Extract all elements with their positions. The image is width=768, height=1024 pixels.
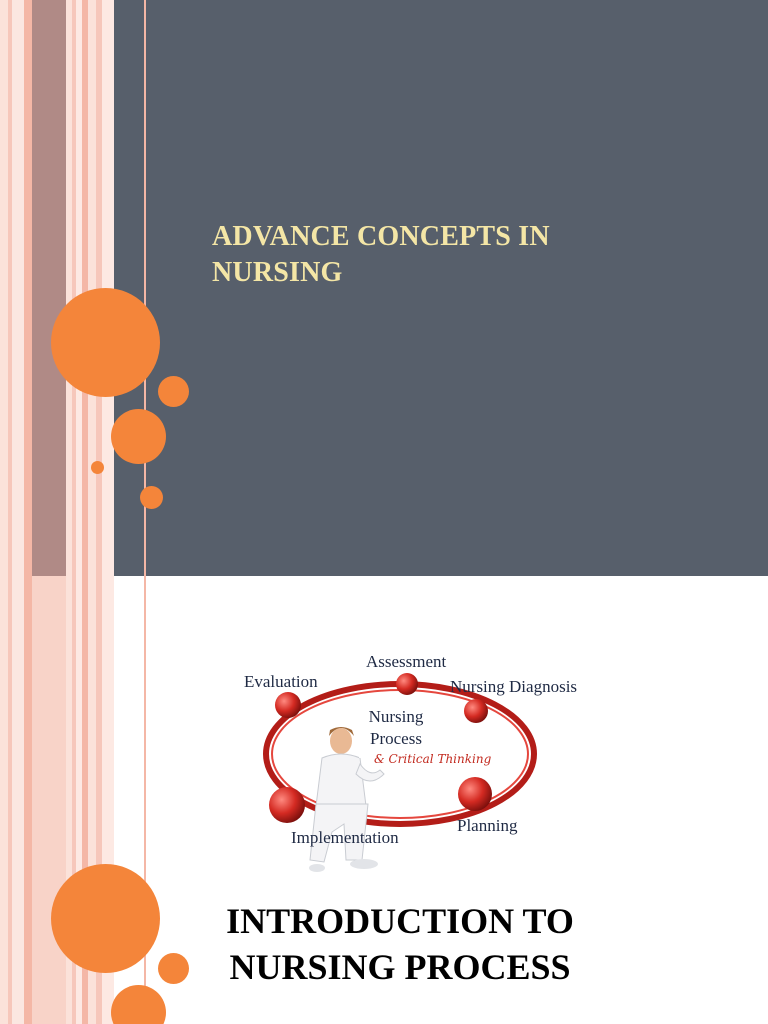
title-line: NURSING PROCESS xyxy=(229,947,571,987)
stripe xyxy=(8,0,12,1024)
stripe xyxy=(32,576,66,1024)
slide-intro-heading: INTRODUCTION TO NURSING PROCESS xyxy=(200,898,600,990)
stage-label-planning: Planning xyxy=(457,816,518,835)
title-line: NURSING xyxy=(212,257,343,288)
title-line: INTRODUCTION TO xyxy=(226,901,574,941)
stripe xyxy=(32,0,66,576)
stage-label-implementation: Implementation xyxy=(291,828,399,847)
node-evaluation xyxy=(275,692,301,718)
stripe xyxy=(114,0,144,576)
stripe xyxy=(144,0,146,1024)
stripe xyxy=(76,0,82,1024)
diagram-center-label: Nursing Process xyxy=(354,706,438,750)
stripe xyxy=(0,0,8,1024)
node-planning xyxy=(458,777,492,811)
stage-label-nursing-diagnosis: Nursing Diagnosis xyxy=(450,677,578,696)
stage-label-assessment: Assessment xyxy=(366,652,447,671)
process-cycle-graphic xyxy=(263,673,537,872)
decorative-circle-large xyxy=(51,864,160,973)
stripe xyxy=(102,0,114,1024)
decorative-circle-tiny xyxy=(91,461,104,474)
stripe xyxy=(66,0,72,1024)
nurse-figure xyxy=(309,706,431,872)
decorative-circle-medium xyxy=(111,409,166,464)
stage-label-evaluation: Evaluation xyxy=(244,672,318,691)
stripe xyxy=(82,0,88,1024)
critical-thinking-label: & Critical Thinking xyxy=(374,752,492,766)
nursing-process-diagram: Assessment Evaluation Nursing Diagnosis … xyxy=(228,646,598,886)
stripe xyxy=(72,0,76,1024)
stripe xyxy=(96,0,102,1024)
slide-title-heading: ADVANCE CONCEPTS IN NURSING xyxy=(212,219,732,291)
node-implementation xyxy=(269,787,305,823)
stripe xyxy=(12,0,24,1024)
title-line: ADVANCE CONCEPTS IN xyxy=(212,221,550,252)
center-label-line: Process xyxy=(370,729,422,748)
decorative-circle-small xyxy=(140,486,163,509)
stripe xyxy=(24,0,32,1024)
node-assessment xyxy=(396,673,418,695)
node-nursing-diagnosis xyxy=(464,699,488,723)
decorative-circle-small xyxy=(158,953,189,984)
decorative-circle-small xyxy=(158,376,189,407)
stripe xyxy=(88,0,96,1024)
decorative-circle-medium xyxy=(111,985,166,1024)
decorative-circle-large xyxy=(51,288,160,397)
center-label-line: Nursing xyxy=(368,707,424,726)
